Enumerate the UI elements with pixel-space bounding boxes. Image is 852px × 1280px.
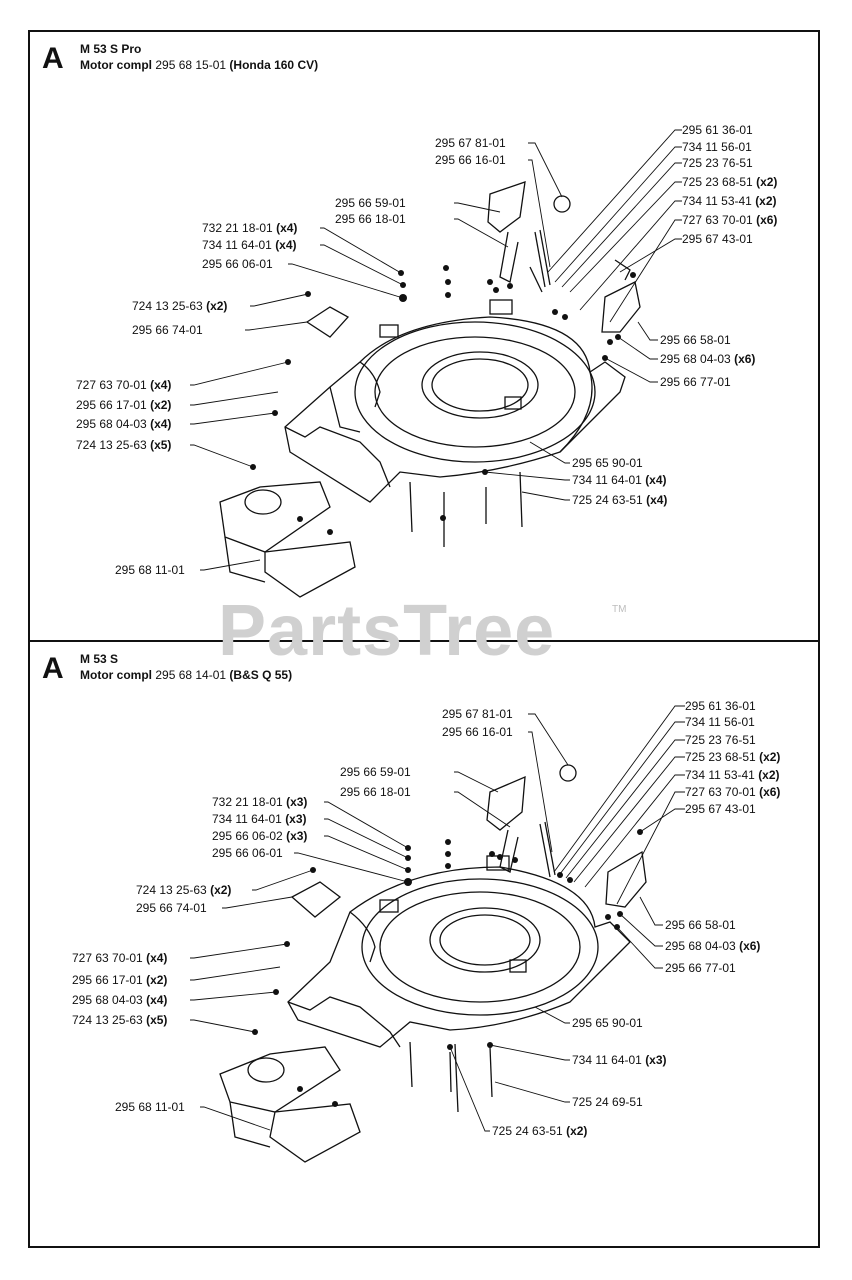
exploded-view-diagram: 295 67 81-01 295 66 16-01 295 66 59-01 2… [72,699,780,1163]
motor-label: Motor compl [80,58,152,72]
callout-label: 725 24 63-51 (x4) [572,493,667,507]
callout-label: 295 68 04-03 (x4) [76,417,171,431]
callout-label: 295 66 17-01 (x2) [72,973,167,987]
callout-label: 734 11 56-01 [682,140,752,154]
callout-label: 725 24 69-51 [572,1095,643,1109]
exploded-view-diagram: 295 67 81-01 295 66 16-01 295 66 59-01 2… [76,123,777,598]
callout-label: 295 66 16-01 [435,153,506,167]
motor-number: 295 68 14-01 [155,668,227,682]
motor-engine: (B&S Q 55) [229,668,293,682]
deck-drawing [219,181,641,598]
callout-label: 734 11 64-01 (x4) [572,473,667,487]
callout-label: 727 63 70-01 (x4) [76,378,171,392]
callout-label: 295 66 77-01 [665,961,736,975]
callout-label: 295 68 11-01 [115,1100,185,1114]
motor-number: 295 68 15-01 [155,58,227,72]
small-fasteners [252,829,643,1107]
callout-label: 725 23 68-51 (x2) [685,750,780,764]
motor-engine: (Honda 160 CV) [229,58,319,72]
callout-label: 295 66 06-02 (x3) [212,829,307,843]
callout-label: 724 13 25-63 (x2) [136,883,231,897]
callout-label: 725 23 76-51 [682,156,753,170]
callout-label: 295 68 11-01 [115,563,185,577]
callout-label: 734 11 64-01 (x3) [572,1053,667,1067]
callout-label: 725 23 68-51 (x2) [682,175,777,189]
callout-label: 725 23 76-51 [685,733,756,747]
callout-label: 732 21 18-01 (x3) [212,795,307,809]
section-model: M 53 S Pro [80,42,142,56]
callout-label: 734 11 64-01 (x4) [202,238,297,252]
callout-label: 724 13 25-63 (x2) [132,299,227,313]
section-motor: Motor compl 295 68 14-01 (B&S Q 55) [80,668,292,682]
callout-label: 732 21 18-01 (x4) [202,221,297,235]
callout-label: 295 68 04-03 (x6) [665,939,760,953]
callout-label: 734 11 64-01 (x3) [212,812,307,826]
callout-label: 295 66 59-01 [335,196,406,210]
callout-label: 295 66 58-01 [665,918,736,932]
callout-label: 295 67 43-01 [682,232,753,246]
callout-label: 295 66 74-01 [136,901,207,915]
watermark-trademark: TM [612,604,627,615]
callout-label: 295 68 04-03 (x4) [72,993,167,1007]
leader-lines [190,129,682,571]
callout-label: 727 63 70-01 (x6) [682,213,777,227]
section-letter: A [42,42,64,75]
callout-label: 295 66 06-01 [202,257,273,271]
callout-label: 295 65 90-01 [572,456,643,470]
callout-label: 724 13 25-63 (x5) [72,1013,167,1027]
section-letter: A [42,652,64,685]
callout-label: 295 65 90-01 [572,1016,643,1030]
callout-label: 295 66 16-01 [442,725,513,739]
callout-label: 295 66 74-01 [132,323,203,337]
callout-label: 295 66 17-01 (x2) [76,398,171,412]
callout-label: 295 66 06-01 [212,846,283,860]
section-top: A M 53 S Pro Motor compl 295 68 15-01 (H… [30,32,818,639]
callout-label: 734 11 53-41 (x2) [682,194,777,208]
section-bottom: A M 53 S Motor compl 295 68 14-01 (B&S Q… [30,642,818,1247]
callout-label: 295 68 04-03 (x6) [660,352,755,366]
callout-label: 727 63 70-01 (x6) [685,785,780,799]
callout-label: 295 67 81-01 [435,136,506,150]
callout-labels: 295 67 81-01 295 66 16-01 295 66 59-01 2… [72,699,780,1138]
callout-label: 295 61 36-01 [685,699,756,713]
section-model: M 53 S [80,652,119,666]
callout-labels: 295 67 81-01 295 66 16-01 295 66 59-01 2… [76,123,777,577]
callout-label: 295 67 43-01 [685,802,756,816]
callout-label: 295 66 18-01 [335,212,406,226]
callout-label: 295 66 77-01 [660,375,731,389]
watermark: PartsTree [218,591,556,671]
callout-label: 727 63 70-01 (x4) [72,951,167,965]
callout-label: 295 66 58-01 [660,333,731,347]
callout-label: 734 11 56-01 [685,715,755,729]
callout-label: 724 13 25-63 (x5) [76,438,171,452]
callout-label: 725 24 63-51 (x2) [492,1124,587,1138]
section-motor: Motor compl 295 68 15-01 (Honda 160 CV) [80,58,318,72]
callout-label: 295 66 59-01 [340,765,411,779]
callout-label: 295 67 81-01 [442,707,513,721]
callout-label: 295 66 18-01 [340,785,411,799]
diagram-frame [28,30,820,1248]
callout-label: 295 61 36-01 [682,123,753,137]
section-divider [28,640,820,642]
leader-lines [190,705,685,1132]
callout-label: 734 11 53-41 (x2) [685,768,780,782]
motor-label: Motor compl [80,668,152,682]
